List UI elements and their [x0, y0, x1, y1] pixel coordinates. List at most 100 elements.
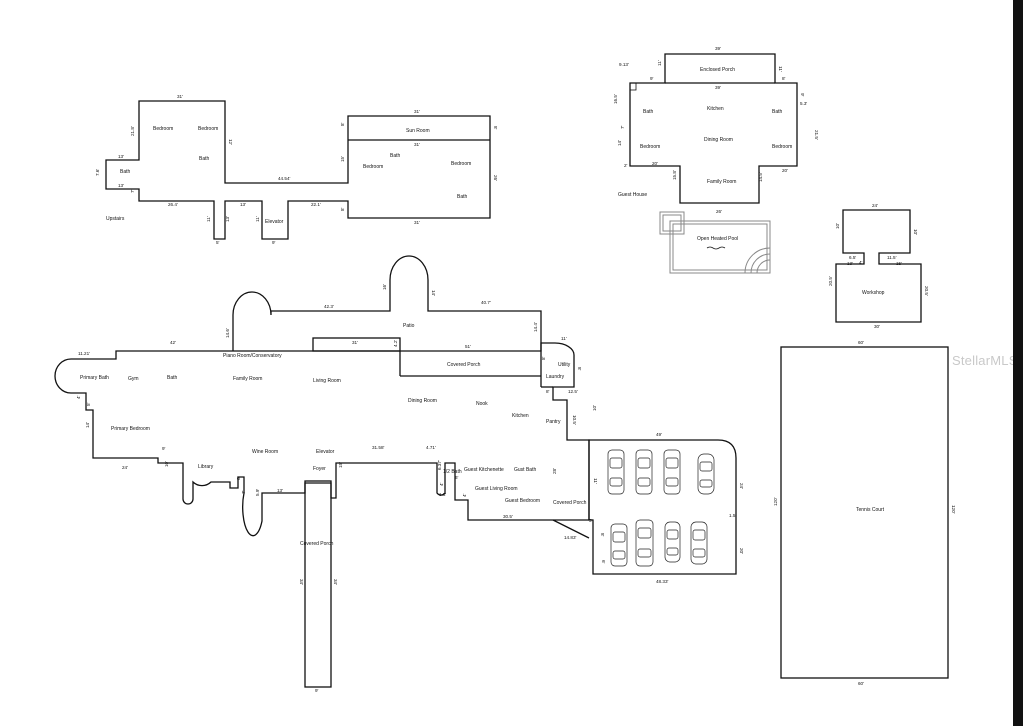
workshop-outline [835, 209, 922, 323]
dim-upstairs-left-7: 7' [130, 189, 135, 193]
dim-tennis-bottom: 60' [858, 681, 864, 686]
main-house-outline [54, 342, 590, 537]
dim-5-9: 5.9' [255, 489, 260, 496]
dim-porch-top: 39' [715, 46, 721, 51]
covered-porch-side-label: Covered Porch [553, 500, 587, 506]
dim-upstairs-stub-11: 11' [206, 216, 211, 222]
dim-workshop-4: 4' [859, 260, 863, 265]
dim-8c: 8' [546, 389, 550, 394]
car-icon [607, 449, 625, 495]
dim-upstairs-connector: 22.1' [311, 202, 321, 207]
dim-workshop-11-5: 11.5' [887, 255, 897, 260]
family-room-label: Family Room [233, 376, 262, 382]
dim-14: 14' [617, 140, 622, 146]
dim-upstairs-stub-11b: 11' [255, 216, 260, 222]
library-label: Library [198, 464, 214, 470]
dim-24: 24' [122, 465, 128, 470]
guest-bedroom-right: Bedroom [772, 144, 792, 150]
upstairs-bath-right-lower: Bath [457, 194, 468, 200]
dim-sun-room-right: 8' [493, 126, 498, 130]
dim-4-71: 4.71' [426, 445, 436, 450]
dim-9: 9' [650, 76, 654, 81]
guest-kitchenette-label: Guest Kitchenette [464, 467, 504, 473]
dim-upstairs-left-13-bot: 13' [118, 183, 124, 188]
upstairs-bedroom-1: Bedroom [153, 126, 173, 132]
dim-upstairs-stub-13: 13' [225, 216, 230, 222]
tennis-court-plan: Tennis Court 60' 120' 120' 60' [773, 340, 956, 686]
dim-21-5: 21.5' [814, 130, 819, 140]
dim-51: 51' [465, 344, 471, 349]
workshop-plan: Workshop 24' 10' 10' 6.5' 4' 11.5' 13' 1… [828, 203, 929, 329]
dim-porch-left: 11' [657, 60, 662, 66]
dim-workshop-left: 10' [835, 223, 840, 229]
garage-plan: 49' 11' 24' 3' 1.5' 8' 20' 14.83' 6' 48.… [564, 432, 744, 584]
dim-garage-20: 20' [739, 548, 744, 554]
dim-garage-11: 11' [593, 478, 598, 484]
dim-14-4: 14.4' [533, 322, 538, 332]
pantry-label: Pantry [546, 419, 561, 425]
dim-6b: 6' [455, 475, 459, 480]
guest-bedroom-left: Bedroom [640, 144, 660, 150]
dim-upstairs-bottom-5: 5' [216, 240, 220, 245]
guest-house-corner-notch [629, 82, 637, 91]
patio-outline [232, 255, 542, 351]
guest-house-plan: Enclosed Porch Bath Kitchen Bath Bedroom… [613, 46, 819, 274]
dim-5-3: 5.3' [800, 101, 807, 106]
guest-bath-left: Bath [643, 109, 654, 115]
sun-room-label: Sun Room [406, 128, 430, 134]
half-bath-label: 1/2 Bath [443, 469, 462, 475]
patio-label: Patio [403, 323, 415, 329]
wine-room-label: Wine Room [252, 449, 278, 455]
guest-dining-room: Dining Room [704, 137, 733, 143]
kitchen-label: Kitchen [512, 413, 529, 419]
utility-label: Utility [558, 362, 571, 368]
dim-28: 28' [552, 468, 557, 474]
dim-4-2: 4.2' [393, 340, 398, 347]
car-icon [635, 449, 653, 495]
tennis-court-outline [780, 346, 949, 679]
dim-16-5: 16.5' [613, 94, 618, 104]
dim-garage-6: 6' [601, 560, 606, 564]
living-room-label: Living Room [313, 378, 341, 384]
upstairs-bedroom-3: Bedroom [363, 164, 383, 170]
dim-10b: 10' [164, 461, 169, 467]
car-icon [663, 449, 681, 495]
dim-upstairs-bottom-31: 31' [414, 220, 420, 225]
garage-outline [588, 439, 737, 575]
dim-31-58: 31.58' [372, 445, 384, 450]
dim-porch-right: 11' [778, 66, 783, 72]
dim-11: 11' [561, 336, 567, 341]
dim-42-3: 42.3' [324, 304, 334, 309]
side-covered-porch-line [552, 519, 590, 539]
dim-42: 42' [170, 340, 176, 345]
dim-10: 10' [592, 405, 597, 411]
main-house-plan: Patio Piano Room/Conservatory Covered Po… [54, 255, 597, 693]
dim-sun-room-top: 31' [414, 109, 420, 114]
upstairs-bedroom-2: Bedroom [198, 126, 218, 132]
gym-label: Gym [128, 376, 139, 382]
dim-2: 2' [624, 163, 628, 168]
garage-cars [607, 449, 715, 567]
covered-porch-top-label: Covered Porch [447, 362, 481, 368]
laundry-label: Laundry [546, 374, 565, 380]
guest-kitchen: Kitchen [707, 106, 724, 112]
dim-4b: 4' [439, 482, 444, 486]
dim-upstairs-left-8: 8' [340, 207, 345, 211]
dim-7: 7' [241, 490, 246, 494]
dim-workshop-bottom: 30' [874, 324, 880, 329]
dim-34b: 34' [333, 579, 338, 585]
car-icon [635, 519, 654, 567]
dim-9b: 9' [315, 688, 319, 693]
dim-14: 14' [431, 290, 436, 296]
dim-workshop-6-5: 6.5' [849, 255, 856, 260]
dim-6: 6' [236, 476, 241, 480]
dim-upstairs-top: 31' [177, 94, 183, 99]
foyer-label: Foyer [313, 466, 326, 472]
dim-12-5: 12.5' [568, 389, 578, 394]
dim-9b: 9' [800, 93, 805, 97]
guest-bedroom-label: Guest Bedroom [505, 498, 540, 504]
dim-upstairs-bottom-26-4: 26.4' [168, 202, 178, 207]
dim-9: 9' [162, 446, 166, 451]
dim-garage-1-5: 1.5' [729, 513, 736, 518]
page-edge-bar [1013, 0, 1023, 726]
